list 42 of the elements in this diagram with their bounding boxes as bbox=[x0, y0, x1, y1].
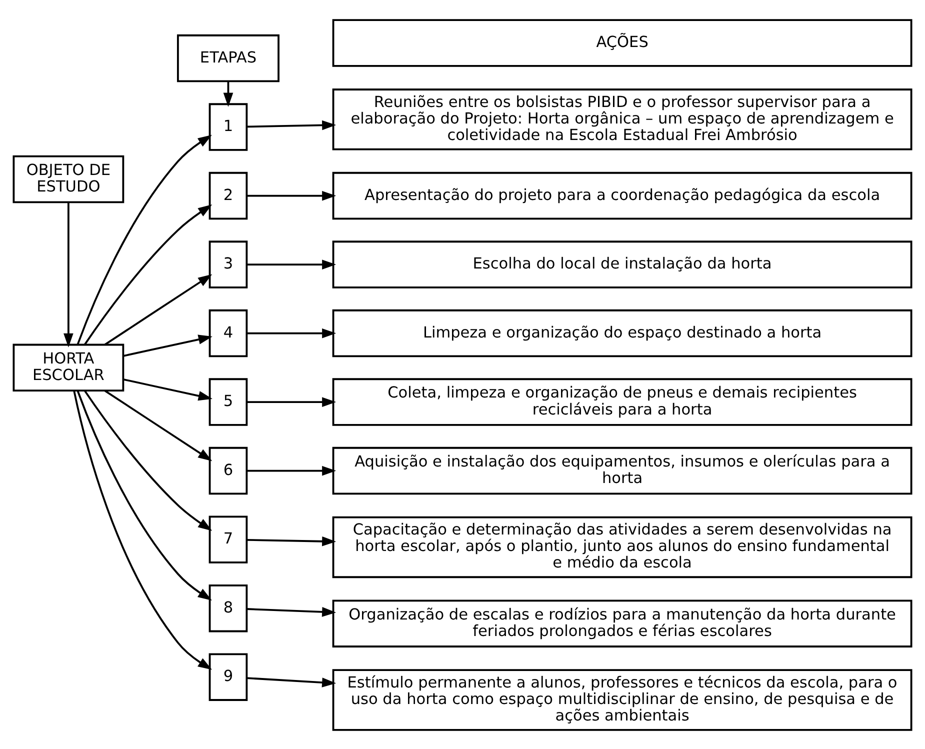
node-box: Estímulo permanente a alunos, professores e técnicos da escola, para o uso da horta como espaço multidisciplinar de ensino, de pesquisa e de ações ambientais bbox=[332, 668, 912, 730]
node-box: Aquisição e instalação dos equipamentos, insumos e olerículas para a horta bbox=[332, 446, 912, 494]
node-box: 4 bbox=[208, 308, 248, 357]
arrow bbox=[223, 80, 234, 106]
node-box: Organização de escalas e rodízios para a manutenção da horta durante feriados prolongados e férias escolares bbox=[332, 599, 912, 647]
node-box: 8 bbox=[208, 584, 248, 632]
node-box: ETAPAS bbox=[176, 34, 280, 82]
arrow bbox=[73, 390, 212, 670]
arrow bbox=[246, 676, 336, 687]
node-box: Coleta, limpeza e organização de pneus e demais recipientes recicláveis para a horta bbox=[332, 378, 912, 426]
node-box: 6 bbox=[208, 446, 248, 494]
arrow bbox=[246, 328, 336, 338]
node-box: 1 bbox=[208, 102, 248, 150]
arrow bbox=[64, 202, 74, 347]
arrow bbox=[76, 134, 212, 344]
arrow bbox=[246, 396, 336, 406]
arrow bbox=[123, 378, 212, 400]
arrow bbox=[104, 274, 212, 345]
arrow bbox=[246, 120, 336, 130]
node-box: Capacitação e determinação das atividades a serem desenvolvidas na horta escolar, após o plantio, junto aos alunos do ensino fundamental e médio da escola bbox=[332, 516, 912, 578]
arrow bbox=[84, 390, 212, 530]
node-box: 5 bbox=[208, 378, 248, 426]
node-box: 9 bbox=[208, 652, 248, 700]
node-box: Limpeza e organização do espaço destinado a horta bbox=[332, 308, 912, 357]
arrow bbox=[246, 190, 336, 200]
node-box: Apresentação do projeto para a coordenação pedagógica da escola bbox=[332, 171, 912, 220]
arrow bbox=[246, 465, 336, 476]
arrow bbox=[246, 606, 336, 616]
node-box: AÇÕES bbox=[332, 18, 912, 66]
node-box: OBJETO DE ESTUDO bbox=[12, 154, 124, 203]
node-box: Reuniões entre os bolsistas PIBID e o professor supervisor para a elaboração do Projeto: Horta orgânica – um espaço de aprendizagem e coletividade na Escola Estadual Frei Ambrósio bbox=[332, 88, 912, 150]
node-box: 7 bbox=[208, 515, 248, 563]
arrow bbox=[76, 390, 212, 600]
arrow bbox=[104, 390, 212, 461]
arrow bbox=[123, 334, 212, 356]
node-box: Escolha do local de instalação da horta bbox=[332, 240, 912, 288]
arrow bbox=[246, 259, 336, 269]
node-box: HORTA ESCOLAR bbox=[12, 343, 124, 392]
arrow bbox=[84, 204, 212, 345]
node-box: 2 bbox=[208, 171, 248, 220]
arrow bbox=[246, 536, 336, 546]
node-box: 3 bbox=[208, 240, 248, 288]
